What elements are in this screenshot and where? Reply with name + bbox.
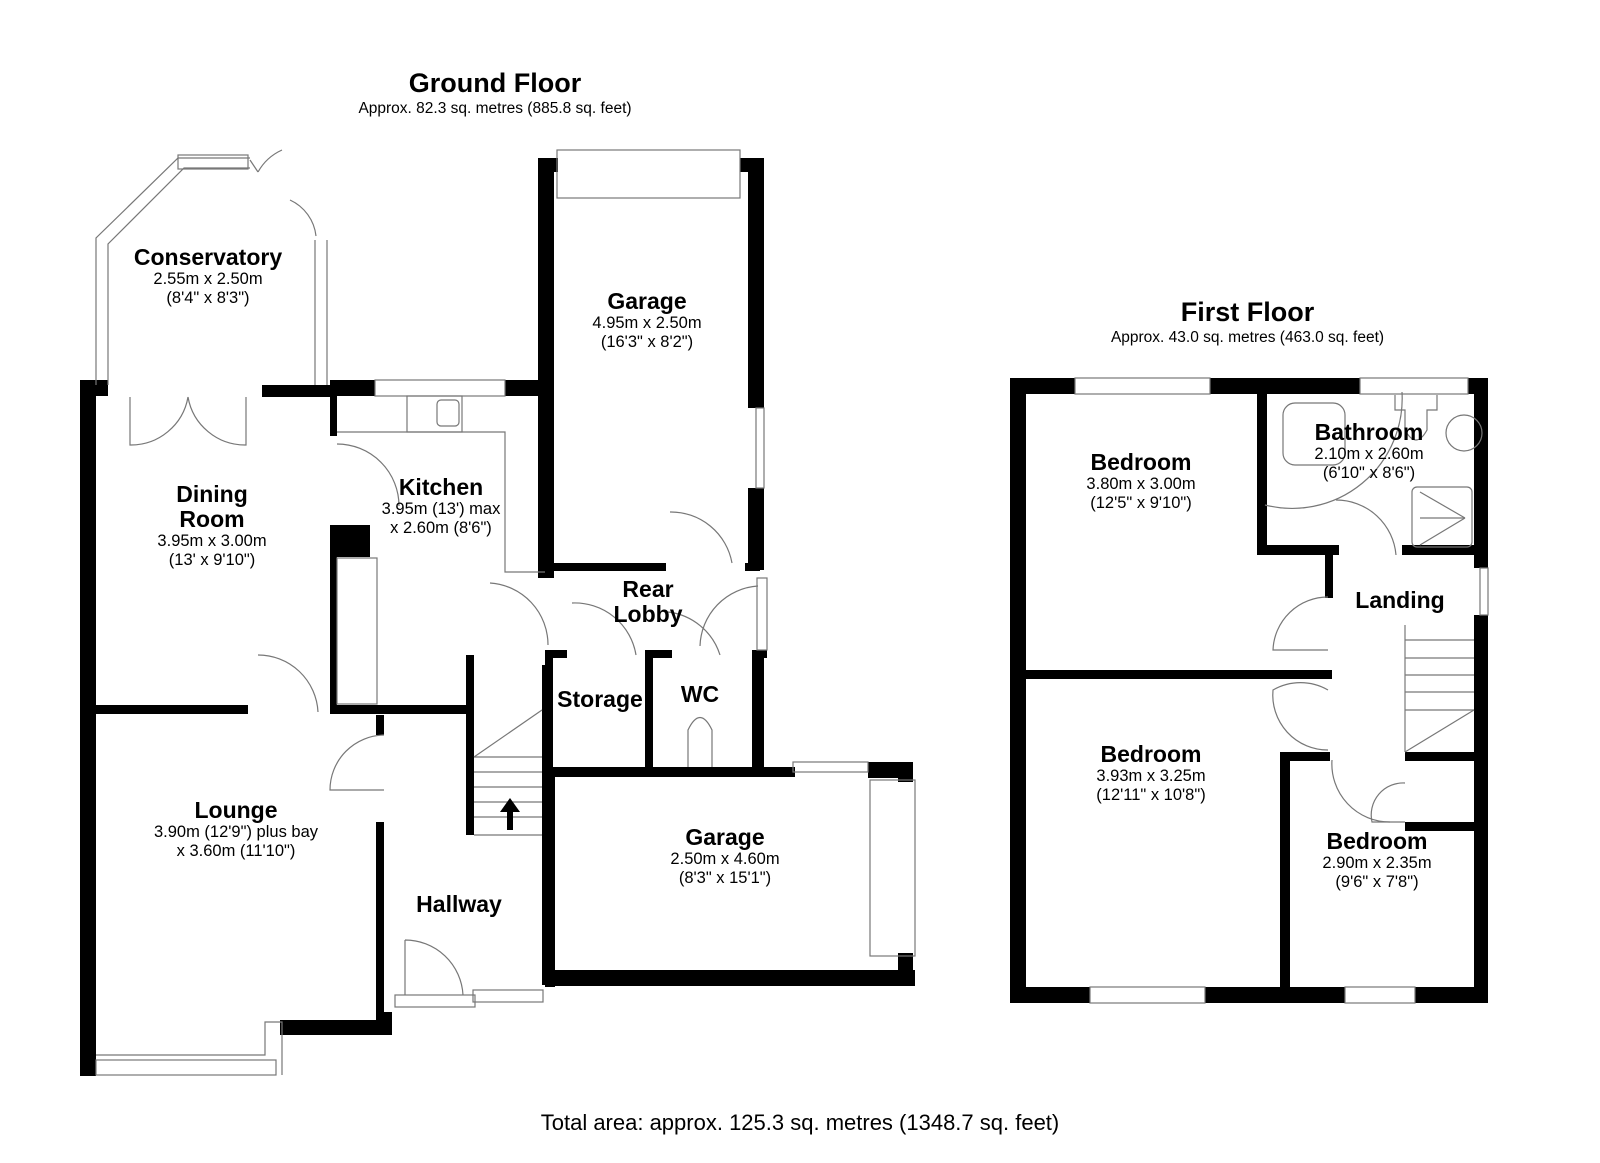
room-dimensions-metric: 2.50m x 4.60m [670, 850, 780, 868]
room-bedroom-3: Bedroom 2.90m x 2.35m (9'6" x 7'8") [1322, 829, 1431, 892]
first-floor-walls [1010, 378, 1488, 1003]
room-bathroom: Bathroom 2.10m x 2.60m (6'10" x 8'6") [1314, 420, 1423, 483]
room-dimensions-metric: 3.80m x 3.00m [1086, 475, 1196, 493]
room-name: Bathroom [1314, 419, 1424, 445]
room-name: Dining [176, 481, 248, 507]
ground-floor-fixtures [95, 149, 916, 1076]
total-area: Total area: approx. 125.3 sq. metres (13… [540, 1110, 1060, 1135]
room-conservatory: Conservatory 2.55m x 2.50m (8'4" x 8'3") [134, 245, 282, 308]
room-name: Garage [607, 288, 687, 314]
room-bedroom-1: Bedroom 3.80m x 3.00m (12'5" x 9'10") [1086, 450, 1195, 513]
room-dimensions-imperial: (8'3" x 15'1") [678, 869, 772, 887]
room-name: Rear [622, 576, 674, 602]
ground-floor-area: Approx. 82.3 sq. metres (885.8 sq. feet) [358, 100, 632, 117]
room-dimensions-metric: 2.55m x 2.50m [153, 270, 263, 288]
room-name: Bedroom [1090, 449, 1192, 475]
room-storage: Storage [557, 687, 643, 712]
ground-floor-plan [80, 149, 916, 1076]
room-lounge: Lounge 3.90m (12'9") plus bay x 3.60m (1… [154, 798, 318, 861]
room-name: Lounge [194, 797, 278, 823]
first-floor-title: First Floor [1180, 297, 1315, 327]
ground-floor-title: Ground Floor [408, 68, 582, 98]
first-floor-area: Approx. 43.0 sq. metres (463.0 sq. feet) [1110, 329, 1385, 346]
room-dimensions-imperial: x 3.60m (11'10") [176, 842, 296, 860]
room-dimensions-metric: 2.90m x 2.35m [1322, 854, 1432, 872]
room-landing: Landing [1355, 588, 1444, 613]
room-hallway: Hallway [416, 892, 502, 917]
room-garage-front: Garage 2.50m x 4.60m (8'3" x 15'1") [670, 825, 779, 888]
room-dimensions-metric: 3.95m x 3.00m [157, 532, 267, 550]
room-name: Storage [557, 686, 643, 712]
stairs-up-arrow-icon [500, 798, 520, 830]
room-bedroom-2: Bedroom 3.93m x 3.25m (12'11" x 10'8") [1096, 742, 1205, 805]
room-name: WC [680, 681, 720, 707]
room-dimensions-metric: 4.95m x 2.50m [592, 314, 702, 332]
room-name: Hallway [416, 891, 502, 917]
room-name: Landing [1355, 587, 1445, 613]
room-dimensions-imperial: (9'6" x 7'8") [1335, 873, 1419, 891]
room-dimensions-metric: 2.10m x 2.60m [1314, 445, 1424, 463]
room-name: Kitchen [398, 474, 484, 500]
room-rear-lobby: Rear Lobby [614, 577, 683, 627]
room-name: Bedroom [1326, 828, 1428, 854]
room-dimensions-imperial: (12'5" x 9'10") [1090, 494, 1192, 512]
room-dimensions-imperial: (13' x 9'10") [168, 551, 256, 569]
room-name-line2: Lobby [613, 601, 683, 627]
room-garage-rear: Garage 4.95m x 2.50m (16'3" x 8'2") [592, 289, 701, 352]
room-dimensions-imperial: x 2.60m (8'6") [390, 519, 492, 537]
room-name-line2: Room [179, 506, 245, 532]
ground-floor-walls [80, 158, 915, 1076]
room-dimensions-metric: 3.93m x 3.25m [1096, 767, 1206, 785]
room-wc: WC [681, 682, 719, 707]
room-dimensions-metric: 3.90m (12'9") plus bay [153, 823, 319, 841]
room-dimensions-imperial: (6'10" x 8'6") [1322, 464, 1416, 482]
room-kitchen: Kitchen 3.95m (13') max x 2.60m (8'6") [382, 475, 501, 538]
first-floor-plan [1010, 377, 1489, 1004]
room-dimensions-imperial: (12'11" x 10'8") [1096, 786, 1206, 804]
room-dimensions-imperial: (16'3" x 8'2") [600, 333, 694, 351]
room-name: Conservatory [133, 244, 283, 270]
room-dining-room: Dining Room 3.95m x 3.00m (13' x 9'10") [157, 482, 266, 570]
room-dimensions-imperial: (8'4" x 8'3") [166, 289, 250, 307]
room-name: Bedroom [1100, 741, 1202, 767]
room-dimensions-metric: 3.95m (13') max [381, 500, 501, 518]
room-name: Garage [685, 824, 765, 850]
